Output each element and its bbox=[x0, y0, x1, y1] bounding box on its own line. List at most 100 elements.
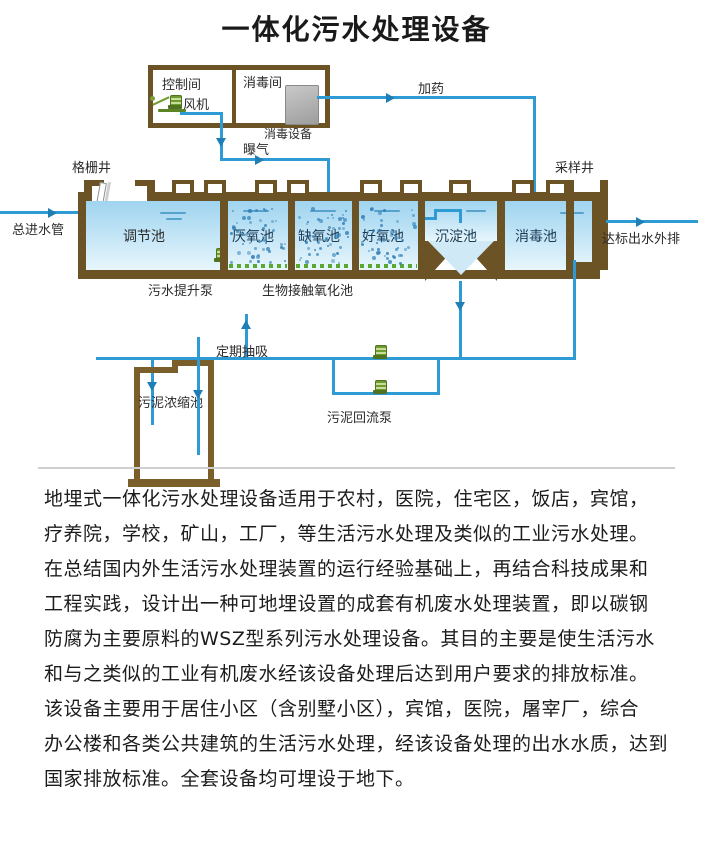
blower-motor-dot bbox=[150, 96, 155, 101]
description-line: 和与之类似的工业有机废水经该设备处理后达到用户要求的排放标准。 bbox=[44, 657, 674, 692]
anoxic-bubble bbox=[299, 259, 301, 261]
manhole-riser-4 bbox=[287, 180, 309, 193]
aerobic-bubble bbox=[395, 248, 398, 251]
anoxic-bubble bbox=[332, 217, 334, 219]
aerobic-bubble bbox=[372, 256, 376, 260]
anaerobic-bubble bbox=[245, 233, 248, 236]
anaerobic-bubble bbox=[256, 255, 260, 259]
settler-wave bbox=[466, 210, 486, 212]
aerobic-diffuser bbox=[360, 264, 417, 268]
aerobic-bubble bbox=[377, 229, 380, 232]
aerobic-bubble bbox=[413, 225, 417, 229]
anoxic-diffuser bbox=[296, 264, 351, 268]
aeration-label: 曝气 bbox=[243, 139, 269, 158]
settler-weir-right bbox=[459, 209, 462, 223]
description-line: 在总结国内外生活污水处理装置的运行经验基础上，再结合科技成果和 bbox=[44, 552, 674, 587]
description-line: 该设备主要用于居住小区（含别墅小区），宾馆，医院，屠宰厂，综合 bbox=[44, 692, 674, 727]
aeration-pipe-drop bbox=[220, 112, 223, 160]
settler-sludge-drop bbox=[459, 281, 462, 357]
disinfection-room-label: 消毒间 bbox=[243, 72, 282, 91]
anoxic-bubble bbox=[331, 214, 333, 216]
effluent-pipe bbox=[606, 220, 698, 223]
regulating-wave-2 bbox=[166, 218, 182, 220]
pump-loop-left bbox=[332, 357, 335, 395]
aerobic-bubble bbox=[412, 222, 416, 226]
effluent-discharge-label: 达标出水外排 bbox=[602, 228, 680, 247]
sewage-lift-pump-label: 污水提升泵 bbox=[148, 280, 213, 299]
description-line: 工程实践，设计出一种可地埋设置的成套有机废水处理装置，即以碳钢 bbox=[44, 587, 674, 622]
anaerobic-bubble bbox=[258, 240, 261, 243]
aerobic-bubble bbox=[392, 255, 395, 258]
anoxic-bubble bbox=[331, 259, 335, 263]
tank-right-end-wall bbox=[592, 192, 600, 270]
anoxic-bubble bbox=[339, 246, 342, 249]
anoxic-bubble bbox=[342, 214, 344, 216]
manhole-riser-3 bbox=[255, 180, 277, 193]
sludge-tank-step-riser bbox=[172, 360, 178, 369]
sludge-return-arrow bbox=[241, 320, 251, 329]
anaerobic-bubble bbox=[242, 216, 246, 220]
description-line: 疗养院，学校，矿山，工厂，等生活污水处理及类似的工业污水处理。 bbox=[44, 517, 674, 552]
anaerobic-bubble bbox=[249, 221, 252, 224]
anaerobic-bubble bbox=[284, 243, 286, 245]
sampling-well-right-wall bbox=[600, 180, 608, 270]
manhole-riser-6 bbox=[400, 180, 422, 193]
house-divider bbox=[232, 70, 236, 123]
main-inlet-pipe-label: 总进水管 bbox=[12, 219, 64, 238]
description-paragraph: 地埋式一体化污水处理设备适用于农村，医院，住宅区，饭店，宾馆， 疗养院，学校，矿… bbox=[44, 482, 674, 797]
main-inlet-arrow bbox=[48, 208, 57, 218]
aerobic-bubble bbox=[367, 231, 369, 233]
manhole-riser-9 bbox=[546, 180, 568, 193]
aerobic-bubble bbox=[378, 251, 381, 254]
anoxic-bubble bbox=[345, 231, 349, 235]
aeration-drop-arrow bbox=[216, 138, 226, 147]
sludge-collector-pipe bbox=[96, 357, 576, 360]
disinfection-equipment-box bbox=[285, 85, 319, 125]
disinfection-tank-label: 消毒池 bbox=[515, 226, 557, 246]
anoxic-bubble bbox=[312, 235, 315, 238]
aerobic-bubble bbox=[388, 260, 392, 264]
anaerobic-bubble bbox=[255, 209, 258, 212]
manhole-riser-8 bbox=[512, 180, 534, 193]
sludge-return-pump-icon-1 bbox=[373, 345, 387, 361]
description-line: 防腐为主要原料的WSZ型系列污水处理设备。其目的主要是使生活污水 bbox=[44, 622, 674, 657]
partition-1 bbox=[220, 192, 228, 270]
anaerobic-bubble bbox=[230, 232, 233, 235]
aerobic-bubble bbox=[380, 224, 383, 227]
bio-contact-oxidation-label: 生物接触氧化池 bbox=[262, 280, 353, 299]
partition-3 bbox=[352, 201, 359, 270]
settler-weir-top bbox=[434, 209, 462, 212]
anaerobic-bubble bbox=[247, 216, 251, 220]
settler-sludge-arrow bbox=[455, 302, 465, 311]
aeration-pipe-from-blower bbox=[180, 112, 223, 115]
anaerobic-bubble bbox=[247, 251, 251, 255]
disinfection-equipment-label: 消毒设备 bbox=[264, 125, 312, 142]
partition-5 bbox=[497, 201, 505, 270]
regulating-tank-left-wall bbox=[78, 192, 86, 270]
anaerobic-bubble bbox=[264, 224, 267, 227]
settler-weir-outlet bbox=[425, 217, 437, 220]
aerobic-bubble bbox=[401, 239, 404, 242]
effluent-arrow bbox=[636, 217, 645, 227]
aeration-pipe-main bbox=[220, 158, 330, 161]
aerobic-bubble bbox=[407, 246, 410, 249]
anaerobic-bubble bbox=[236, 230, 239, 233]
aerobic-bubble bbox=[370, 208, 373, 211]
anoxic-bubble bbox=[343, 218, 347, 222]
page-title: 一体化污水处理设备 bbox=[0, 8, 713, 48]
anoxic-bubble bbox=[338, 262, 340, 264]
anaerobic-tank-label: 厌氧池 bbox=[232, 226, 274, 246]
aerobic-bubble bbox=[386, 252, 389, 255]
anaerobic-bubble bbox=[272, 229, 275, 232]
sedimentation-hopper-zone bbox=[425, 241, 497, 281]
control-room-label: 控制间 bbox=[162, 74, 201, 93]
regulating-wave-1 bbox=[160, 212, 186, 214]
periodic-suction-arrow bbox=[193, 390, 203, 399]
section-divider bbox=[38, 467, 675, 469]
anaerobic-bubble bbox=[284, 260, 286, 262]
anoxic-bubble bbox=[345, 210, 347, 212]
grille-well-label: 格栅井 bbox=[72, 157, 111, 176]
blower-label: 风机 bbox=[183, 94, 209, 113]
aerobic-bubble bbox=[368, 250, 370, 252]
